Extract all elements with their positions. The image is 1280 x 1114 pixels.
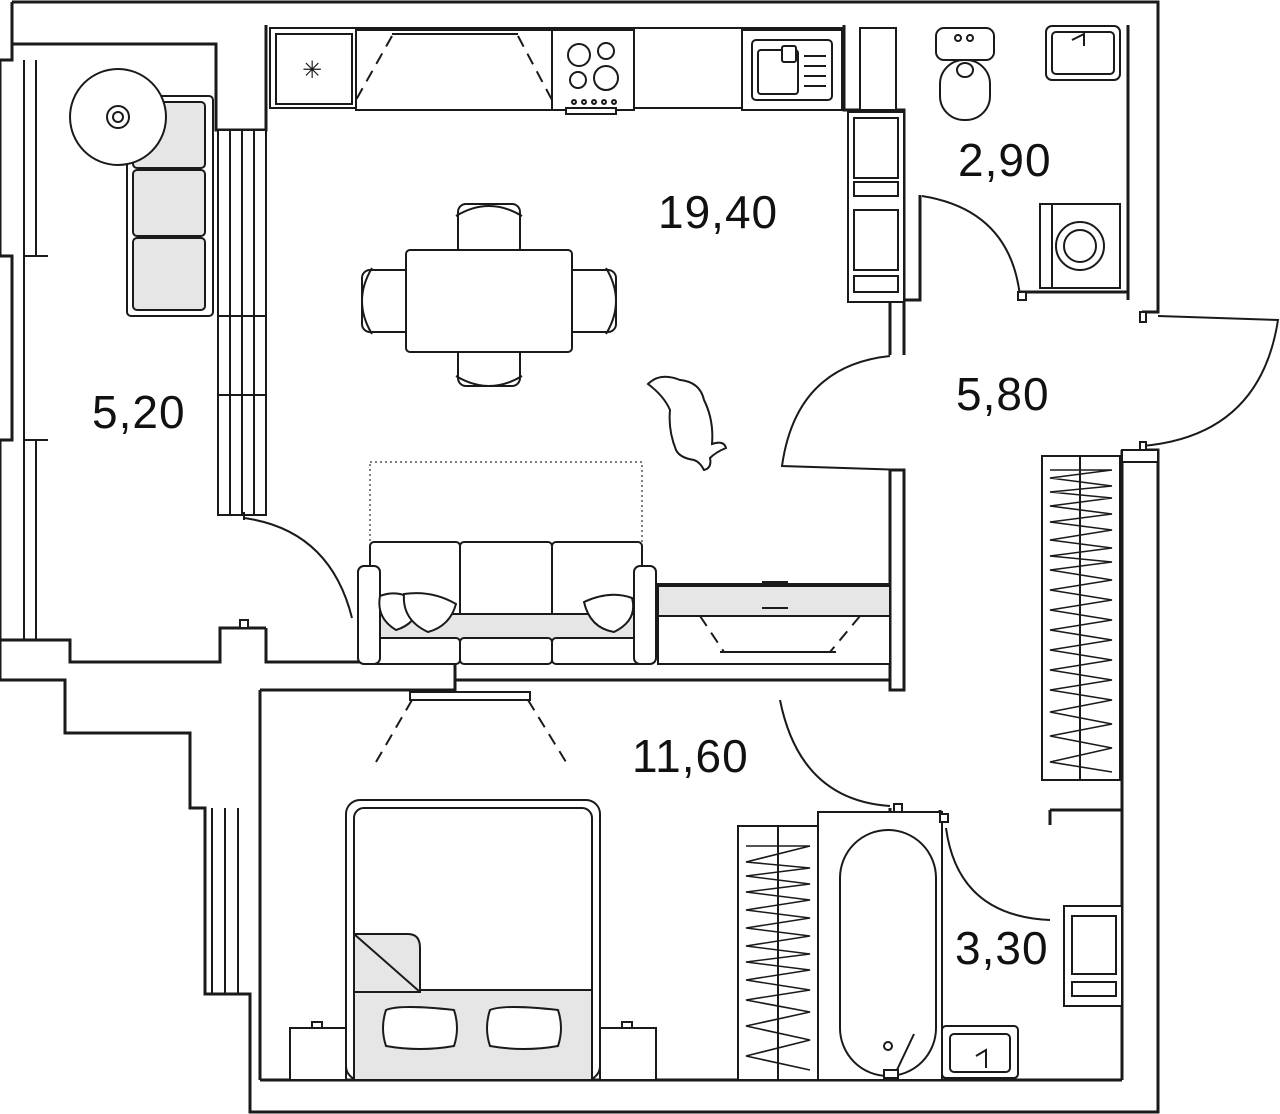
area-label-bedroom: 11,60 (632, 730, 749, 782)
bedroom-furniture (289, 691, 819, 1081)
dining-set (361, 203, 617, 387)
area-label-wc: 2,90 (958, 134, 1052, 186)
fridge-icon: ✳ (302, 56, 322, 84)
area-label-balcony: 5,20 (92, 386, 186, 438)
kitchen-counter: ✳ (269, 27, 905, 303)
area-label-bathroom: 3,30 (955, 922, 1049, 974)
wc-fixtures (921, 25, 1121, 301)
hall-entrance (779, 311, 1280, 813)
area-label-kitchen-living: 19,40 (658, 186, 778, 238)
area-labels: 5,20 19,40 2,90 5,80 11,60 3,30 (92, 134, 1052, 974)
balcony-furniture (69, 68, 353, 629)
bathroom-fixtures (817, 811, 1123, 1081)
inner-walls (217, 25, 1159, 1082)
area-label-hall: 5,80 (956, 368, 1050, 420)
living-sofa (357, 461, 891, 665)
cat-icon (646, 375, 728, 472)
